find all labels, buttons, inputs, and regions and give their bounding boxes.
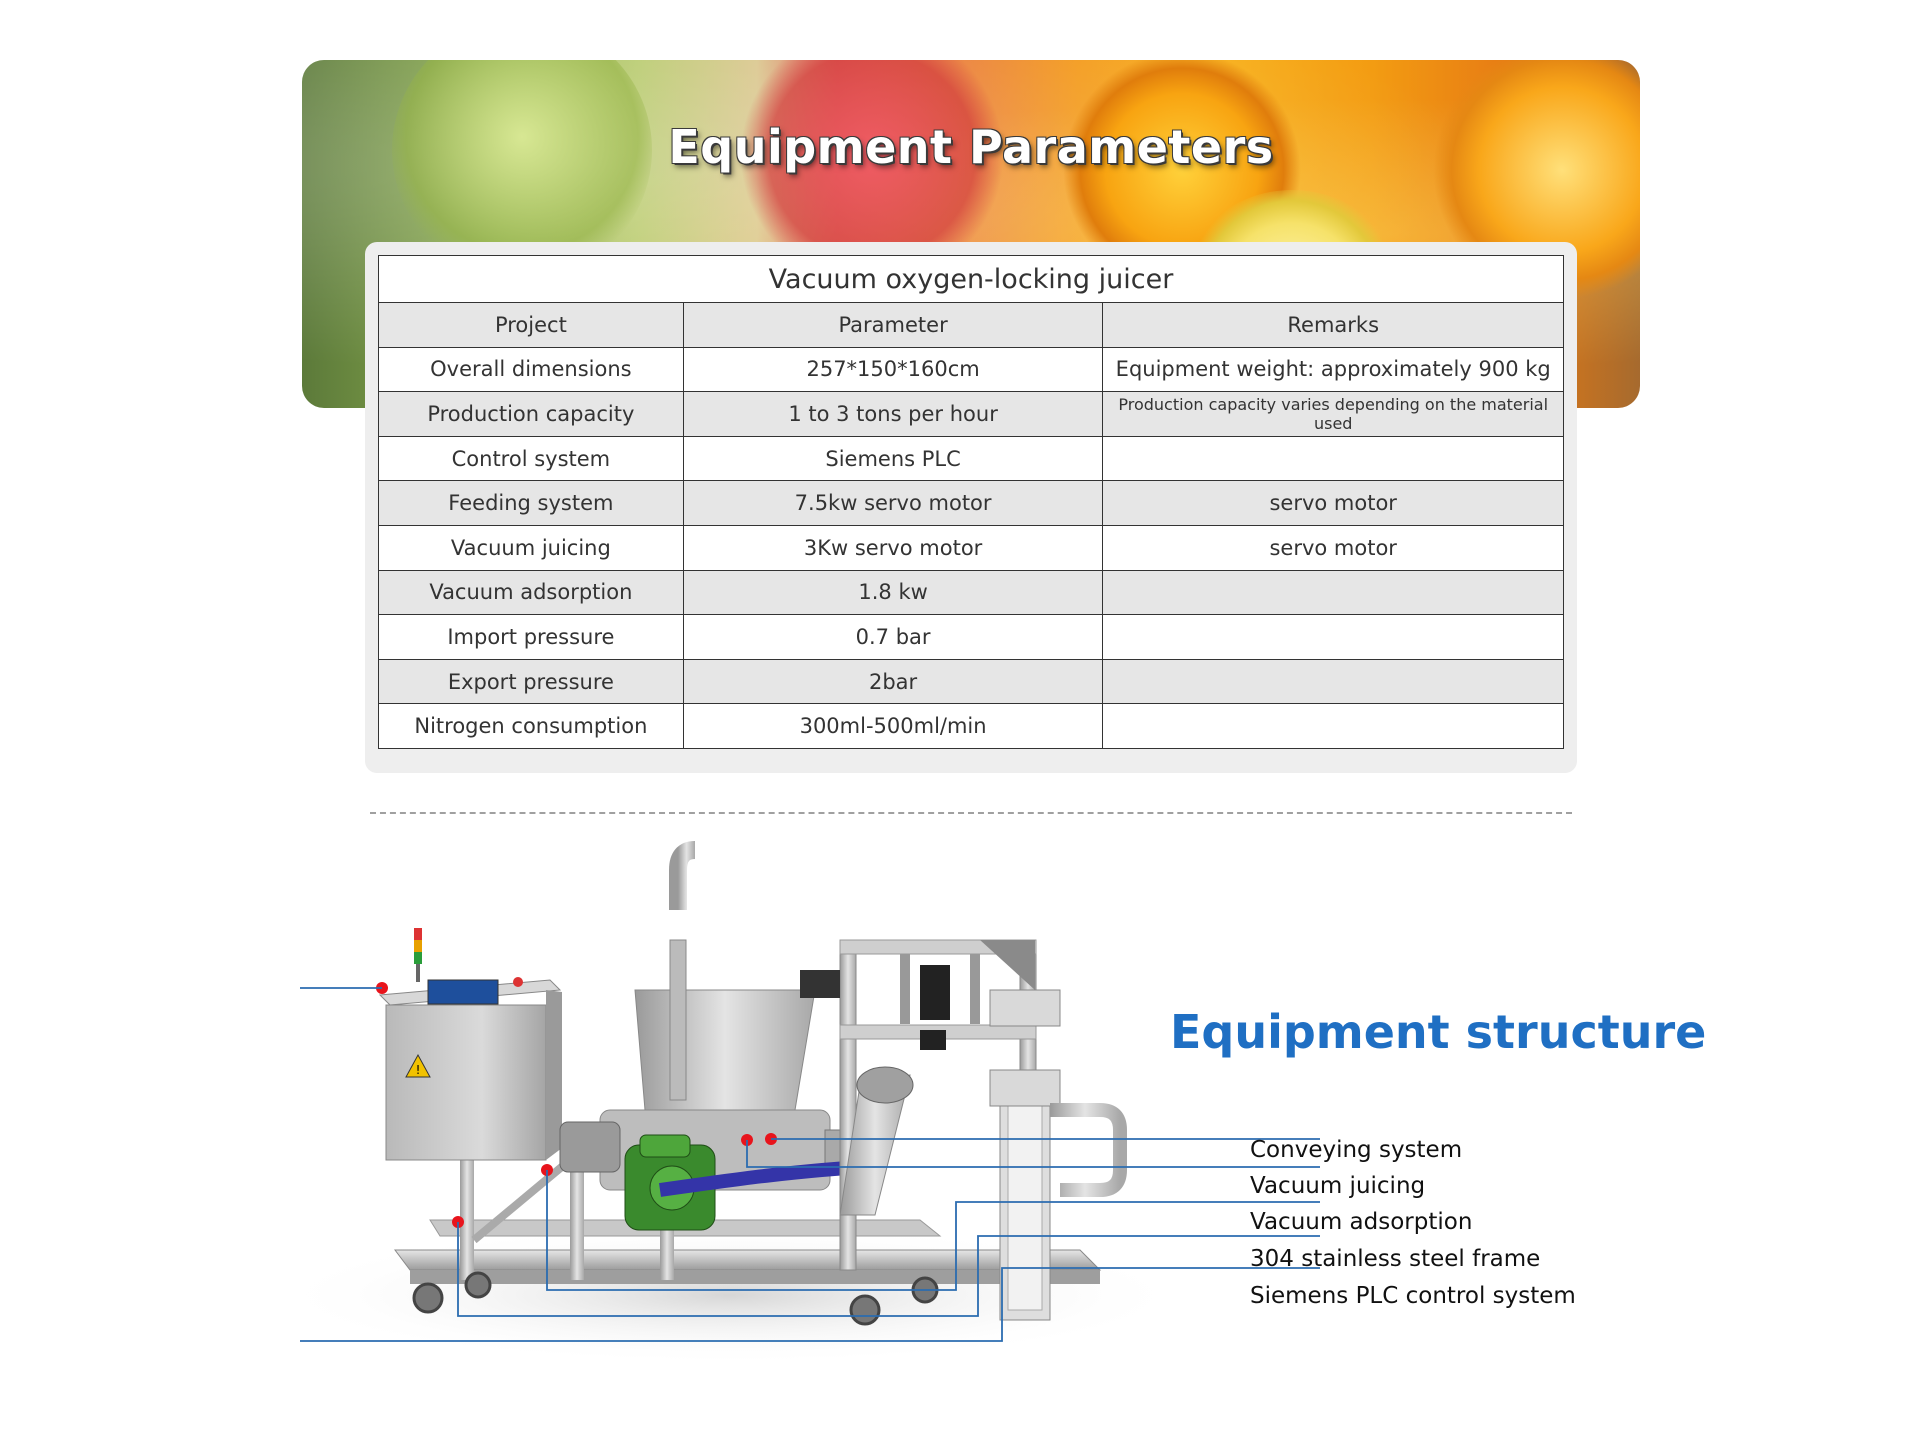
label-vacuum-adsorption: Vacuum adsorption <box>1250 1209 1473 1235</box>
table-cell <box>1102 703 1564 749</box>
signal-tower-icon <box>414 928 422 940</box>
caster-wheels <box>412 1271 939 1326</box>
table-cell: 3Kw servo motor <box>682 524 1104 571</box>
table-row: Feeding system 7.5kw servo motor servo m… <box>378 480 1564 526</box>
discharge-tower <box>989 989 1127 1321</box>
table-cell: 300ml-500ml/min <box>682 703 1104 749</box>
table-cell: 1.8 kw <box>682 569 1104 616</box>
label-conveying-system: Conveying system <box>1250 1137 1463 1163</box>
warning-icon <box>405 1053 431 1078</box>
table-cell: 7.5kw servo motor <box>682 480 1104 526</box>
column-header: Project <box>378 302 684 348</box>
table-header-row: Project Parameter Remarks <box>378 302 1564 348</box>
table-row: Vacuum juicing 3Kw servo motor servo mot… <box>378 524 1564 571</box>
table-cell: 1 to 3 tons per hour <box>682 391 1104 437</box>
table-cell: servo motor <box>1102 480 1564 526</box>
structure-title: Equipment structure <box>1170 1005 1707 1059</box>
table-cell: Equipment weight: approximately 900 kg <box>1102 346 1564 393</box>
table-cell: Vacuum adsorption <box>378 569 684 616</box>
table-cell: 2bar <box>682 658 1104 705</box>
table-cell: servo motor <box>1102 524 1564 571</box>
table-row: Production capacity 1 to 3 tons per hour… <box>378 391 1564 437</box>
column-header: Parameter <box>682 302 1104 348</box>
column-header: Remarks <box>1102 302 1564 348</box>
label-vacuum-juicing: Vacuum juicing <box>1250 1173 1426 1199</box>
table-cell: Overall dimensions <box>378 346 684 393</box>
table-cell: Feeding system <box>378 480 684 526</box>
table-row: Control system Siemens PLC <box>378 435 1564 482</box>
table-row: Overall dimensions 257*150*160cm Equipme… <box>378 346 1564 393</box>
table-cell <box>1102 614 1564 660</box>
parameters-card: Vacuum oxygen-locking juicer Project Par… <box>365 242 1577 773</box>
touch-screen <box>427 979 499 1005</box>
callout-lines <box>300 987 1320 1342</box>
label-steel-frame: 304 stainless steel frame <box>1250 1246 1541 1272</box>
section-divider <box>370 812 1572 814</box>
table-cell <box>1102 569 1564 616</box>
table-title-row: Vacuum oxygen-locking juicer <box>378 255 1564 303</box>
control-cabinet: ! <box>378 928 562 1161</box>
table-title: Vacuum oxygen-locking juicer <box>378 255 1564 303</box>
table-cell <box>1102 658 1564 705</box>
table-cell: Siemens PLC <box>682 435 1104 482</box>
table-cell: 257*150*160cm <box>682 346 1104 393</box>
table-cell: Vacuum juicing <box>378 524 684 571</box>
table-cell: Control system <box>378 435 684 482</box>
juicer-machine-illustration: ! <box>300 841 1320 1365</box>
table-cell: 0.7 bar <box>682 614 1104 660</box>
svg-text:!: ! <box>416 1063 421 1077</box>
table-row: Import pressure 0.7 bar <box>378 614 1564 660</box>
parameters-table: Vacuum oxygen-locking juicer Project Par… <box>378 255 1564 749</box>
table-cell: Nitrogen consumption <box>378 703 684 749</box>
table-cell <box>1102 435 1564 482</box>
table-row: Nitrogen consumption 300ml-500ml/min <box>378 703 1564 749</box>
table-cell: Production capacity <box>378 391 684 437</box>
table-cell: Production capacity varies depending on … <box>1102 391 1564 437</box>
table-cell: Export pressure <box>378 658 684 705</box>
feed-hopper <box>559 989 886 1191</box>
table-cell: Import pressure <box>378 614 684 660</box>
table-row: Export pressure 2bar <box>378 658 1564 705</box>
label-plc-control-system: Siemens PLC control system <box>1250 1283 1576 1309</box>
table-row: Vacuum adsorption 1.8 kw <box>378 569 1564 616</box>
base-frame <box>394 1249 1102 1271</box>
banner-title: Equipment Parameters <box>668 120 1274 174</box>
